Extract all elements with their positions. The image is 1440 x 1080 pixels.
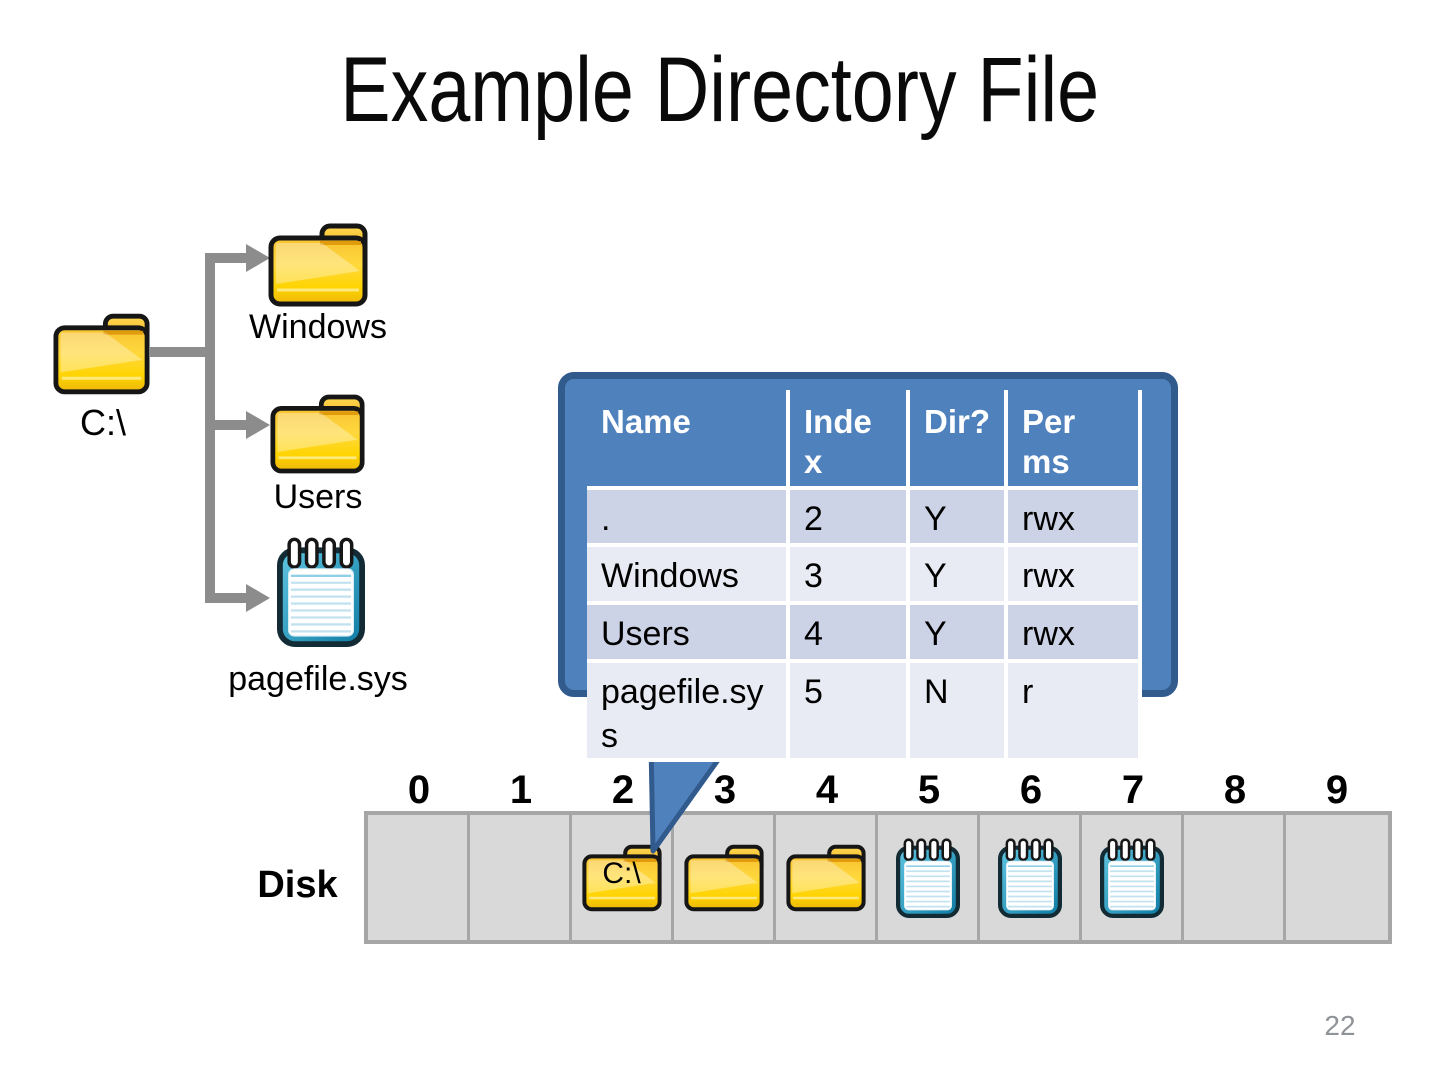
cell-index: 2: [790, 490, 910, 547]
disk-block-8: [1184, 815, 1286, 940]
cell-name: pagefile.sys: [587, 663, 790, 763]
notepad-icon: [998, 837, 1062, 919]
disk-block-number: 0: [407, 768, 431, 812]
disk-block-number: 9: [1325, 768, 1349, 812]
folder-icon: [786, 844, 866, 912]
arrow-right-icon: [246, 244, 270, 272]
cell-name: .: [587, 490, 790, 547]
notepad-icon: [277, 536, 365, 648]
disk-block-7: [1082, 815, 1184, 940]
disk-root-folder-label: C:\: [602, 857, 641, 890]
cell-dir: N: [910, 663, 1008, 763]
disk-block-0: [368, 815, 470, 940]
folder-icon: [268, 223, 368, 307]
tree-child-label-users: Users: [273, 478, 363, 516]
cell-name: Windows: [587, 547, 790, 605]
disk-block-3: [674, 815, 776, 940]
cell-perms: r: [1008, 663, 1142, 763]
slide-page-number: 22: [1324, 1010, 1356, 1041]
cell-index: 5: [790, 663, 910, 763]
disk-block-2: C:\: [572, 815, 674, 940]
tree-root-label: C:\: [79, 402, 126, 443]
disk-block-9: [1286, 815, 1388, 940]
table-row: Windows 3 Y rwx: [587, 547, 1142, 605]
cell-perms: rwx: [1008, 547, 1142, 605]
cell-perms: rwx: [1008, 490, 1142, 547]
arrow-right-icon: [246, 411, 270, 439]
disk-block-1: [470, 815, 572, 940]
tree-child-label-pagefile: pagefile.sys: [228, 660, 408, 698]
folder-icon: [270, 394, 365, 474]
cell-name: Users: [587, 605, 790, 663]
cell-index: 4: [790, 605, 910, 663]
header-perms: Perms: [1008, 390, 1142, 490]
table-row: . 2 Y rwx: [587, 490, 1142, 547]
table-row: pagefile.sys 5 N r: [587, 663, 1142, 763]
table-row: Users 4 Y rwx: [587, 605, 1142, 663]
header-dir: Dir?: [910, 390, 1008, 490]
header-index: Index: [790, 390, 910, 490]
disk-block-4: [776, 815, 878, 940]
disk-block-number: 6: [1019, 768, 1043, 812]
disk-block-6: [980, 815, 1082, 940]
disk-block-number: 2: [611, 768, 635, 812]
disk-block-number: 4: [815, 768, 839, 812]
tree-child-label-windows: Windows: [249, 308, 387, 346]
disk-block-number: 1: [509, 768, 533, 812]
folder-icon: [53, 313, 150, 395]
cell-dir: Y: [910, 605, 1008, 663]
notepad-icon: [1100, 837, 1164, 919]
header-name: Name: [587, 390, 790, 490]
disk-block-numbers: 0 1 2 3 4 5 6 7 8 9: [368, 768, 1388, 812]
disk-block-number: 7: [1121, 768, 1145, 812]
disk-block-number: 8: [1223, 768, 1247, 812]
disk-block-number: 3: [713, 768, 737, 812]
disk-block-number: 5: [917, 768, 941, 812]
page-title-text: Example Directory File: [340, 39, 1100, 141]
cell-perms: rwx: [1008, 605, 1142, 663]
notepad-icon: [896, 837, 960, 919]
arrow-right-icon: [246, 584, 270, 612]
disk-block-5: [878, 815, 980, 940]
page-title: Example Directory File: [0, 44, 1440, 136]
disk-strip: C:\: [364, 811, 1392, 944]
directory-table: Name Index Dir? Perms . 2 Y rwx Windows …: [587, 390, 1142, 763]
disk-label: Disk: [257, 864, 338, 906]
cell-index: 3: [790, 547, 910, 605]
cell-dir: Y: [910, 547, 1008, 605]
tree-connector-arrows: [150, 244, 270, 612]
table-header-row: Name Index Dir? Perms: [587, 390, 1142, 490]
cell-dir: Y: [910, 490, 1008, 547]
